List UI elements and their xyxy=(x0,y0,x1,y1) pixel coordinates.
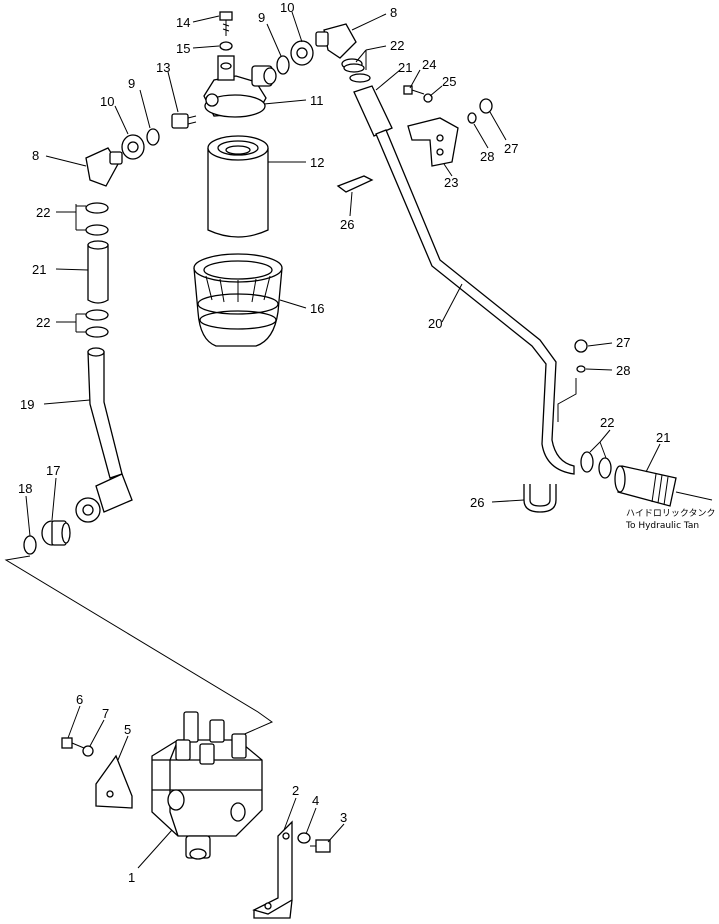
hose-21b xyxy=(353,85,393,137)
leader-lines xyxy=(25,11,661,869)
oring-9b xyxy=(146,128,160,146)
filter-head-11 xyxy=(203,55,277,118)
clamp-22b-2 xyxy=(85,326,109,338)
tank-arrow-line xyxy=(675,491,713,501)
clamp-22b-1 xyxy=(85,309,109,321)
washer-4 xyxy=(297,832,311,844)
hose-21a xyxy=(87,244,109,304)
label-10b: 10 xyxy=(100,94,114,109)
label-2: 2 xyxy=(292,783,299,798)
label-21c: 21 xyxy=(656,430,670,445)
clamp-22c-1 xyxy=(343,63,365,73)
ubolt-26b xyxy=(523,484,557,513)
label-20: 20 xyxy=(428,316,442,331)
clamp-22a-2 xyxy=(85,224,109,236)
ubolt-26a xyxy=(336,175,374,193)
label-25: 25 xyxy=(442,74,456,89)
clamp-22d-1 xyxy=(580,451,594,473)
label-16: 16 xyxy=(310,301,324,316)
label-13: 13 xyxy=(156,60,170,75)
label-7: 7 xyxy=(102,706,109,721)
label-1: 1 xyxy=(128,870,135,885)
filter-element-12 xyxy=(207,135,269,238)
nut-10b xyxy=(121,134,145,160)
bracket-5 xyxy=(95,754,133,809)
label-19: 19 xyxy=(20,397,34,412)
connection-line xyxy=(4,555,274,737)
label-22d: 22 xyxy=(600,415,614,430)
pipe-19 xyxy=(75,347,133,523)
nut-27b xyxy=(574,339,588,353)
label-22b: 22 xyxy=(36,205,50,220)
label-27b: 27 xyxy=(616,335,630,350)
adapter-17 xyxy=(41,520,71,546)
oring-18 xyxy=(23,535,37,555)
clamp-22a-1 xyxy=(85,202,109,214)
label-17: 17 xyxy=(46,463,60,478)
note-en: To Hydraulic Tan xyxy=(625,521,699,531)
filter-bowl-16 xyxy=(193,253,283,347)
connector-13 xyxy=(171,113,197,129)
clamp-22c-2 xyxy=(349,73,371,83)
oring-9a xyxy=(276,55,290,75)
label-24: 24 xyxy=(422,57,436,72)
label-5: 5 xyxy=(124,722,131,737)
nut-27a xyxy=(479,98,493,114)
note-jp: ハイドロリックタンク xyxy=(626,508,715,519)
label-9b: 9 xyxy=(128,76,135,91)
callout-labels: 14 10 9 8 15 22 13 9 21 24 11 25 10 8 12… xyxy=(18,0,715,885)
label-22a: 22 xyxy=(390,38,404,53)
washer-15 xyxy=(219,41,233,51)
hose-21c xyxy=(614,465,677,507)
label-12: 12 xyxy=(310,155,324,170)
elbow-8b xyxy=(85,147,123,187)
label-26b: 26 xyxy=(470,495,484,510)
bracket-23 xyxy=(407,117,459,167)
washer-7 xyxy=(82,745,94,757)
hose-21a-end xyxy=(87,240,109,250)
label-28a: 28 xyxy=(480,149,494,164)
clamp-22d-2 xyxy=(598,457,612,479)
label-15: 15 xyxy=(176,41,190,56)
label-8b: 8 xyxy=(32,148,39,163)
label-4: 4 xyxy=(312,793,319,808)
washer-28a xyxy=(467,112,477,124)
label-18: 18 xyxy=(18,481,32,496)
label-28b: 28 xyxy=(616,363,630,378)
bolt-24 xyxy=(403,85,425,95)
label-3: 3 xyxy=(340,810,347,825)
label-10a: 10 xyxy=(280,0,294,15)
bolt-6 xyxy=(61,737,85,749)
pipe-20 xyxy=(375,129,575,475)
label-11: 11 xyxy=(310,93,324,108)
bracket-2 xyxy=(252,820,293,919)
label-22c: 22 xyxy=(36,315,50,330)
nut-10a xyxy=(290,40,314,66)
control-valve-1 xyxy=(151,711,263,860)
bolt-14 xyxy=(219,11,233,36)
bolt-3 xyxy=(310,839,331,853)
elbow-8a xyxy=(315,23,363,70)
label-27a: 27 xyxy=(504,141,518,156)
label-26a: 26 xyxy=(340,217,354,232)
label-21b: 21 xyxy=(32,262,46,277)
washer-28b xyxy=(576,365,586,373)
label-23: 23 xyxy=(444,175,458,190)
label-9a: 9 xyxy=(258,10,265,25)
label-6: 6 xyxy=(76,692,83,707)
label-21a: 21 xyxy=(398,60,412,75)
label-14: 14 xyxy=(176,15,190,30)
mount-line xyxy=(557,378,577,422)
label-8a: 8 xyxy=(390,5,397,20)
